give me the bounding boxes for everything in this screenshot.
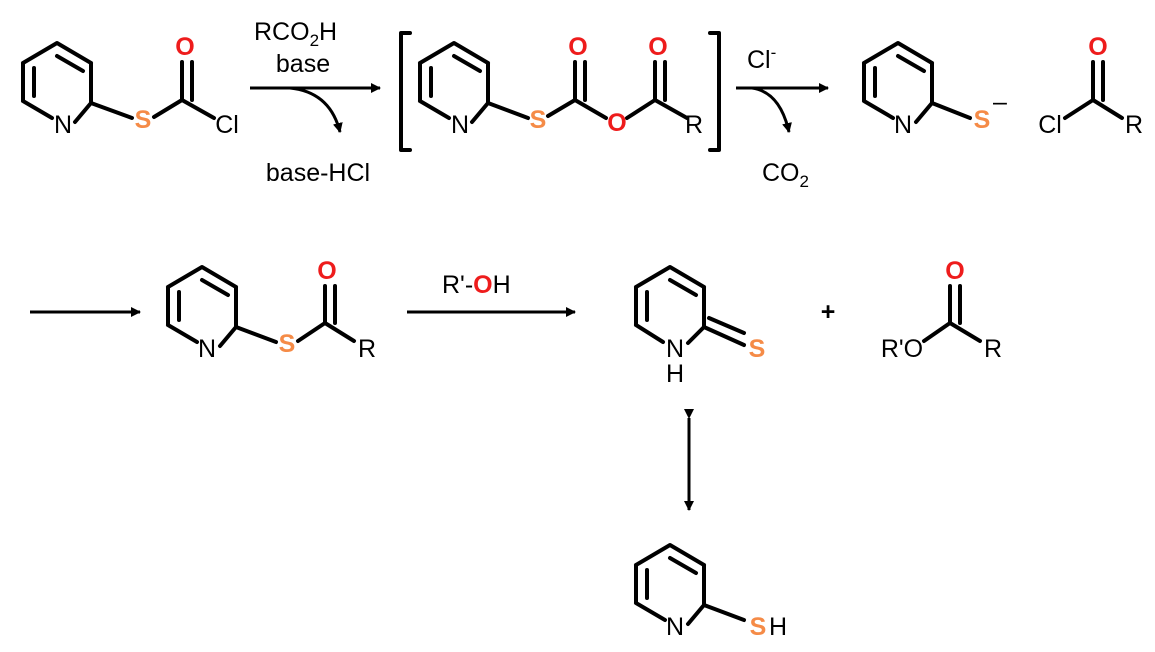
- atom-o-carbonyl-1: O: [568, 33, 587, 61]
- atom-s: S: [974, 106, 991, 134]
- atom-n: N: [894, 111, 912, 139]
- byproduct-base-hcl: base-HCl: [266, 159, 370, 187]
- atom-n: N: [666, 335, 684, 363]
- reaction-arrow-1: RCO2H base base-HCl: [250, 18, 381, 187]
- reagent-rco2h: RCO2H: [254, 18, 337, 50]
- acyl-chloride: Cl O R: [1038, 33, 1143, 139]
- atom-r: R: [685, 111, 703, 139]
- atom-n: N: [198, 335, 216, 363]
- atom-h: H: [769, 613, 787, 641]
- atom-cl: Cl: [215, 111, 239, 139]
- byproduct-co2: CO2: [762, 159, 809, 191]
- reagent-chloride: Cl-: [747, 43, 776, 74]
- atom-o: O: [1088, 33, 1107, 61]
- pyridyl-chlorothioformate: N S O Cl: [21, 33, 239, 139]
- atom-alkoxy: R'O: [881, 335, 923, 363]
- atom-n: N: [54, 111, 72, 139]
- reagent-alcohol: R'-OH: [442, 271, 511, 299]
- reaction-arrow-2: Cl- CO2: [736, 43, 829, 191]
- ester-product: R'O O R: [881, 257, 1002, 363]
- atom-n: N: [666, 613, 684, 641]
- plus-sign: +: [821, 298, 836, 326]
- atom-r: R: [1125, 111, 1143, 139]
- atom-cl: Cl: [1038, 111, 1062, 139]
- mixed-anhydride-intermediate: N S O O O R: [399, 31, 721, 152]
- reaction-arrow-4: R'-OH: [407, 271, 576, 317]
- pyridine-2-thione: N H S: [634, 265, 766, 388]
- atom-o: O: [945, 257, 964, 285]
- s-pyridyl-thioester: N S O R: [166, 257, 376, 363]
- atom-s: S: [749, 335, 766, 363]
- atom-o-bridge: O: [607, 109, 626, 137]
- atom-s: S: [135, 106, 152, 134]
- pyridine-2-thiolate: N S –: [862, 41, 1007, 139]
- 2-mercaptopyridine: N S H: [634, 543, 787, 641]
- atom-r: R: [984, 335, 1002, 363]
- atom-n: N: [451, 111, 469, 139]
- negative-charge: –: [993, 88, 1007, 116]
- atom-r: R: [358, 335, 376, 363]
- atom-o: O: [175, 33, 194, 61]
- reagent-base: base: [276, 50, 330, 78]
- atom-s: S: [279, 330, 296, 358]
- atom-h: H: [666, 360, 684, 388]
- atom-s: S: [750, 613, 767, 641]
- atom-o: O: [317, 257, 336, 285]
- atom-o-carbonyl-2: O: [648, 33, 667, 61]
- atom-s: S: [530, 106, 547, 134]
